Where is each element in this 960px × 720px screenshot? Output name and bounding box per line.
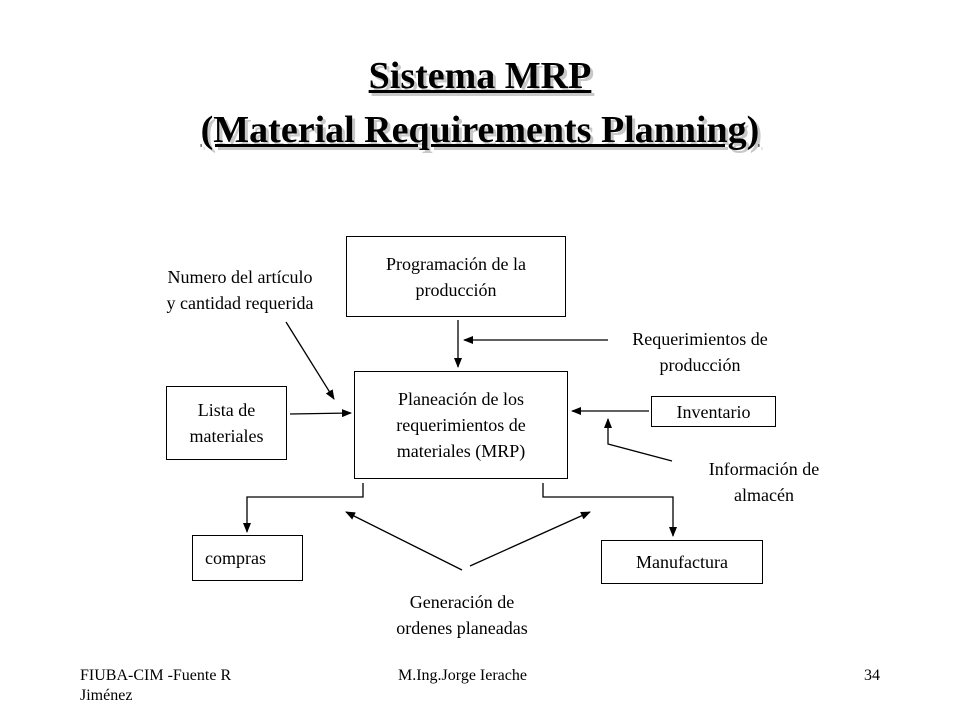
label-requerimientos-text: Requerimientos de producción xyxy=(632,329,768,375)
slide-title: Sistema MRP xyxy=(368,55,592,97)
node-lista-materiales: Lista de materiales xyxy=(166,386,287,460)
slide-subtitle: (Material Requirements Planning) xyxy=(200,109,760,151)
arrow-generacion-left xyxy=(345,511,463,571)
node-mrp: Planeación de los requerimientos de mate… xyxy=(354,371,568,479)
node-programacion-produccion: Programación de la producción xyxy=(346,236,566,317)
node-inventario-label: Inventario xyxy=(676,401,751,422)
node-inventario: Inventario xyxy=(651,396,776,427)
node-mrp-label: Planeación de los requerimientos de mate… xyxy=(396,389,526,461)
node-compras-label: compras xyxy=(205,548,266,568)
arrow-lista-to-mrp xyxy=(289,409,352,418)
footer-source: FIUBA-CIM -Fuente R Jiménez xyxy=(80,667,232,704)
node-programacion-label: Programación de la producción xyxy=(386,253,526,300)
node-manufactura: Manufactura xyxy=(601,540,763,584)
label-generacion-text: Generación de ordenes planeadas xyxy=(396,592,528,638)
arrow-generacion-right xyxy=(469,511,591,567)
node-manufactura-label: Manufactura xyxy=(636,552,728,572)
arrow-mrp-to-compras xyxy=(243,483,364,533)
node-compras: compras xyxy=(192,535,303,581)
label-informacion-almacen: Información de almacén xyxy=(674,456,854,508)
node-lista-label: Lista de materiales xyxy=(189,400,264,446)
footer-author: M.Ing.Jorge Ierache xyxy=(398,667,527,684)
label-numero-articulo: Numero del artículo y cantidad requerida xyxy=(130,264,350,316)
label-generacion-ordenes: Generación de ordenes planeadas xyxy=(362,589,562,641)
arrow-informacion xyxy=(604,418,673,462)
label-informacion-text: Información de almacén xyxy=(708,459,820,505)
arrow-mrp-to-manufactura xyxy=(542,483,677,537)
arrow-numero xyxy=(285,321,335,400)
label-numero-text: Numero del artículo y cantidad requerida xyxy=(166,267,314,313)
label-requerimientos: Requerimientos de producción xyxy=(600,326,800,378)
page-number: 34 xyxy=(864,667,880,684)
